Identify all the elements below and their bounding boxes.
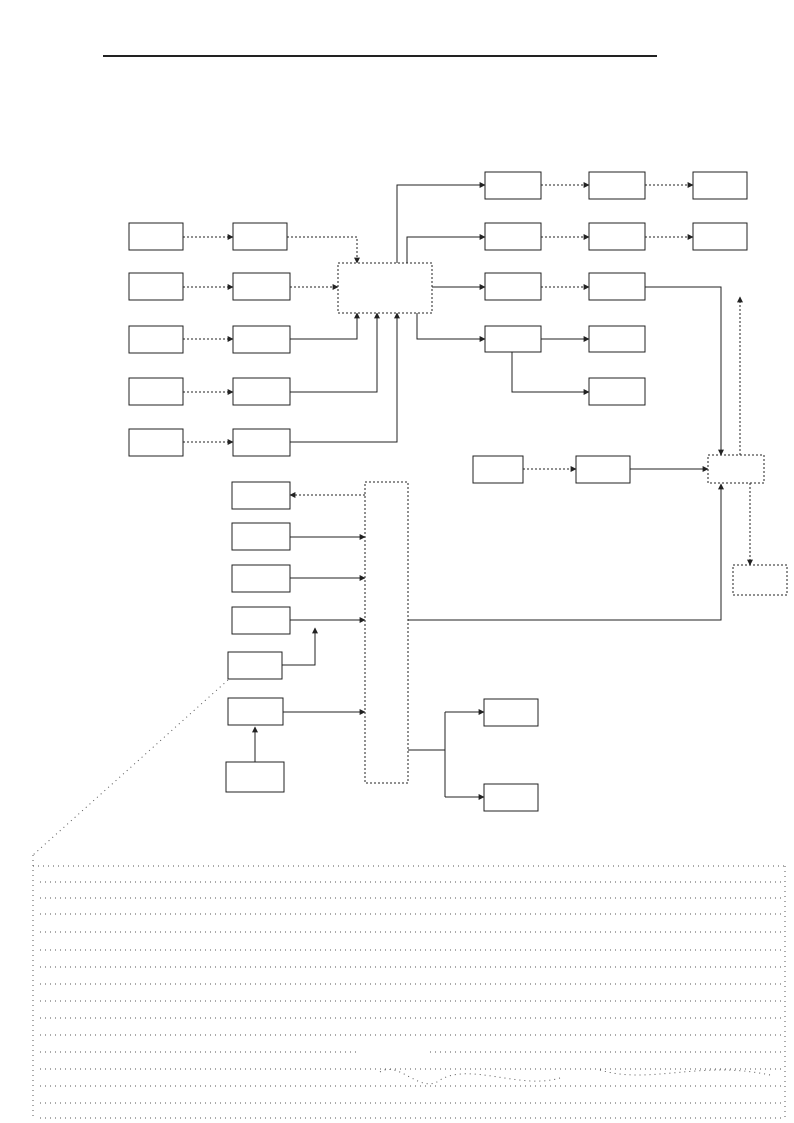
- box-ammonia-pump: [575, 455, 631, 484]
- box-pilot-gas: [231, 522, 291, 551]
- box-ash-silo: [588, 171, 646, 200]
- box-slag-silo: [588, 222, 646, 251]
- box-distributor: [232, 325, 291, 354]
- box-secondary-fan: [128, 325, 184, 354]
- box-air-preheater-2: [232, 428, 291, 457]
- box-water-platform: [128, 222, 184, 251]
- box-induced-fan: [588, 272, 646, 301]
- box-steam-header: [484, 325, 542, 353]
- box-furnace: [337, 262, 433, 314]
- box-coal-feeder: [232, 272, 291, 301]
- box-truck-1: [692, 171, 748, 200]
- box-desulfurization: [707, 454, 765, 484]
- box-economizer: [232, 222, 288, 251]
- box-slag-system: [484, 222, 542, 251]
- box-mp-pipe: [483, 783, 539, 812]
- connectors-bottom: [252, 483, 724, 800]
- box-acid-gas: [227, 651, 283, 680]
- box-instrument-air: [225, 761, 285, 793]
- box-desalted-water: [231, 481, 291, 510]
- box-turbine: [588, 325, 646, 353]
- box-primary-fan: [128, 377, 184, 406]
- box-truck-2: [692, 222, 748, 251]
- box-raw-gas: [231, 606, 291, 635]
- box-pneumatic-conveying: [484, 171, 542, 200]
- box-ammonia-tank: [472, 455, 524, 484]
- box-main-fuel-gas: [231, 564, 291, 593]
- box-combustion-fan: [227, 697, 284, 726]
- box-air-preheater-1: [232, 377, 291, 406]
- box-bag-filter: [484, 272, 542, 301]
- box-incinerator: [364, 481, 409, 784]
- connectors-top: [183, 182, 753, 566]
- box-process-steam: [588, 377, 646, 406]
- box-lp-pipe: [483, 698, 539, 727]
- header-rule: [103, 55, 657, 57]
- box-sulfur-product: [732, 564, 788, 596]
- dotted-frame: [32, 679, 786, 1119]
- box-secondary-fan-2: [128, 428, 184, 457]
- box-coal-bunker: [128, 272, 184, 301]
